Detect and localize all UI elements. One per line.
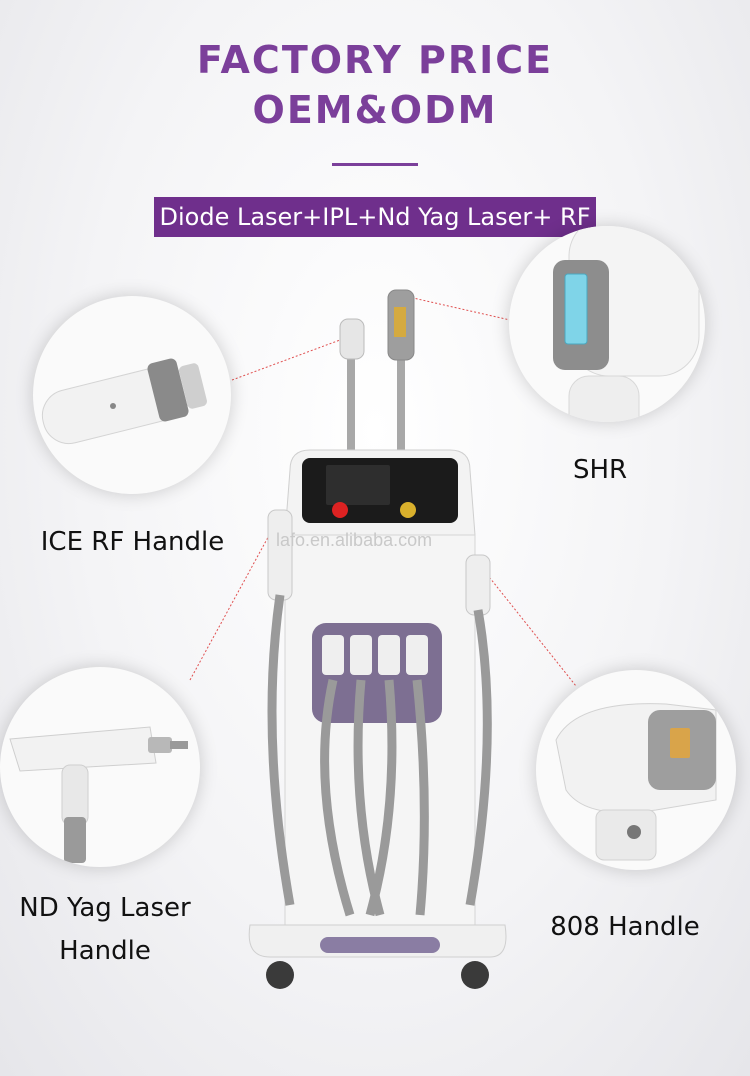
nd-yag-handle-label-line2: Handle [59, 936, 151, 966]
page-title-line2: OEM&ODM [252, 88, 498, 132]
808-handle-label: 808 Handle [550, 912, 700, 942]
808-handle-image [536, 670, 736, 870]
page-title-line1: FACTORY PRICE [196, 38, 554, 82]
nd-yag-handle-label-line1: ND Yag Laser [19, 893, 191, 923]
shr-handle-label: SHR [572, 455, 628, 485]
feature-banner: Diode Laser+IPL+Nd Yag Laser+ RF [154, 197, 596, 237]
ice-rf-handle-label: ICE RF Handle [40, 527, 225, 557]
nd-yag-handle-image [0, 667, 200, 867]
machine-illustration [248, 289, 507, 989]
shr-handle-image [509, 226, 705, 422]
ice-rf-handle-image [33, 296, 231, 494]
watermark: lafo.en.alibaba.com [276, 530, 433, 550]
title-divider [332, 163, 418, 166]
